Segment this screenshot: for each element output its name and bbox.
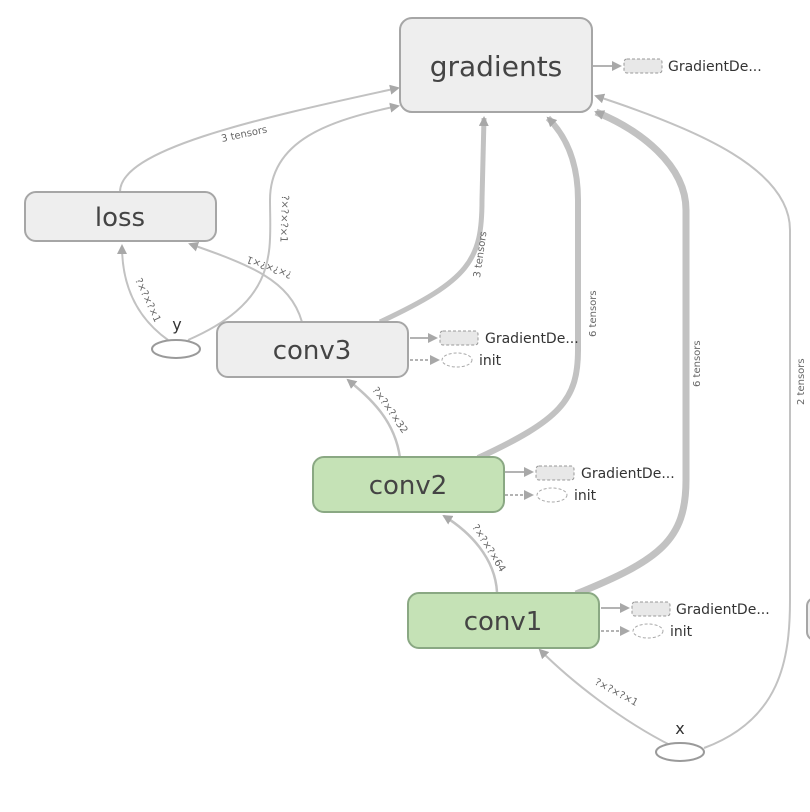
node-conv3-label: conv3 [273, 336, 352, 366]
aux-conv3-grad[interactable]: GradientDe... [439, 330, 579, 347]
aux-gradients-grad-label: GradientDe... [668, 59, 762, 75]
aux-conv2-init[interactable]: init [536, 487, 597, 504]
edge-x-gradients[interactable] [594, 93, 791, 749]
edge-conv2-conv3[interactable] [346, 378, 402, 459]
edge-loss-gradients[interactable] [119, 84, 400, 193]
aux-gradients-grad[interactable]: GradientDe... [623, 58, 762, 75]
aux-conv3-init[interactable]: init [441, 352, 502, 369]
edge-label-conv2-gradients: 6 tensors [588, 290, 599, 337]
input-y-label: y [172, 315, 181, 334]
edge-label-x-gradients: 2 tensors [796, 358, 807, 405]
aux-conv3-grad-label: GradientDe... [485, 331, 579, 347]
node-gradients-label: gradients [430, 50, 563, 83]
edge-conv3-gradients[interactable] [378, 116, 489, 325]
node-conv2[interactable]: conv2 [312, 456, 505, 513]
node-loss[interactable]: loss [24, 191, 217, 242]
aux-conv2-grad-label: GradientDe... [581, 466, 675, 482]
edge-label-conv2-conv3: ?×?×?×32 [370, 385, 410, 435]
aux-conv2-grad[interactable]: GradientDe... [535, 465, 675, 482]
node-conv1-label: conv1 [464, 607, 543, 637]
edge-y-loss[interactable] [117, 244, 169, 341]
aux-conv2-init-label: init [574, 488, 597, 504]
node-conv3[interactable]: conv3 [216, 321, 409, 378]
edge-label-loss-gradients: 3 tensors [220, 124, 268, 144]
edge-conv2-gradients[interactable] [476, 115, 581, 461]
node-loss-label: loss [95, 203, 145, 233]
aux-conv1-init-label: init [670, 624, 693, 640]
node-conv2-label: conv2 [369, 471, 448, 501]
edge-label-y-gradients: ?×?×?×1 [277, 195, 290, 243]
input-x-label: x [675, 719, 684, 738]
aux-conv1-init[interactable]: init [632, 623, 693, 640]
edge-y-gradients[interactable] [187, 102, 400, 341]
edge-x-conv1[interactable] [538, 648, 673, 747]
edge-label-conv1-conv2: ?×?×?×64 [469, 523, 507, 574]
edge-label-conv3-loss: ?×?×?×1 [245, 253, 293, 280]
edge-label-conv1-gradients: 6 tensors [692, 340, 703, 387]
aux-conv1-grad[interactable]: GradientDe... [631, 601, 770, 618]
edge-label-x-conv1: ?×?×?×1 [593, 677, 640, 709]
edge-conv3-loss[interactable] [188, 241, 303, 323]
input-y[interactable]: y [151, 315, 201, 359]
edge-conv1-conv2[interactable] [442, 514, 499, 593]
aux-conv3-init-label: init [479, 353, 502, 369]
edge-label-conv3-gradients: 3 tensors [472, 231, 489, 279]
edge-label-y-loss: ?×?×?×1 [132, 277, 162, 325]
edge-conv1-gradients[interactable] [574, 108, 690, 598]
node-offscreen-partial[interactable] [806, 598, 810, 640]
node-conv1[interactable]: conv1 [407, 592, 600, 649]
aux-conv1-grad-label: GradientDe... [676, 602, 770, 618]
input-x[interactable]: x [655, 719, 705, 762]
edges [117, 61, 791, 749]
node-gradients[interactable]: gradients [399, 17, 593, 113]
